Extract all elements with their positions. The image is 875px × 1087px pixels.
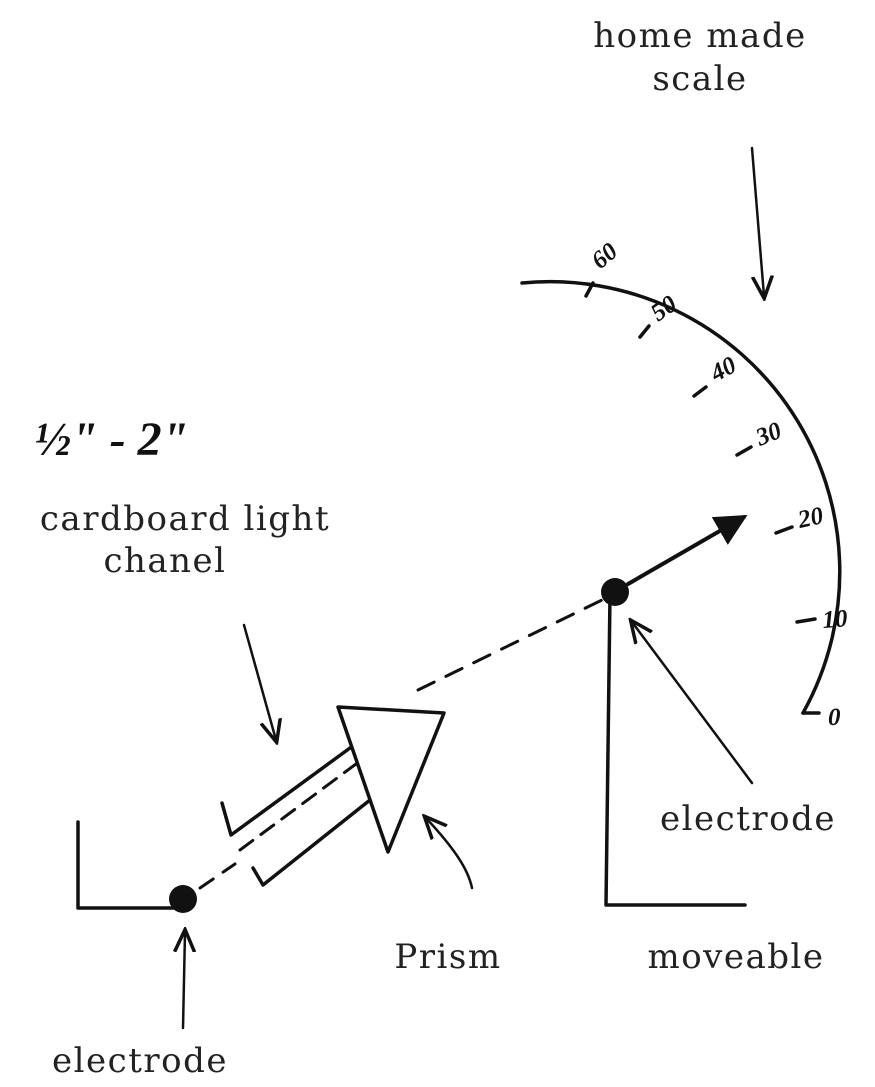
prism-label: Prism	[394, 937, 501, 977]
scale-tick-20	[774, 525, 794, 535]
right-electrode	[601, 578, 629, 606]
right-electrode-mount	[601, 578, 747, 907]
scale-tick-50	[638, 324, 651, 339]
scale-tick-label-40: 40	[705, 351, 741, 387]
scale-tick-label-10: 10	[822, 605, 849, 634]
scale-title-line1: home made	[593, 16, 806, 56]
cardboard-light-channel	[220, 746, 372, 887]
prism	[336, 705, 446, 854]
light-path-right	[416, 598, 604, 692]
scale-tick-label-30: 30	[751, 417, 786, 452]
scale-tick-30	[735, 445, 753, 457]
scale-pointer-arrow	[750, 146, 764, 296]
left-electrode	[169, 885, 197, 913]
size-note: ½" - 2"	[35, 413, 188, 466]
scale-arc	[520, 279, 842, 715]
electrode-right-arrow	[632, 622, 754, 785]
scale-tick-label-0: 0	[828, 704, 841, 731]
channel-label-line2: chanel	[103, 541, 226, 581]
electrode-left-label: electrode	[52, 1041, 228, 1081]
scale-title-line2: scale	[652, 59, 747, 99]
scale-tick-label-50: 50	[646, 290, 682, 327]
scale-tick-label-20: 20	[795, 502, 827, 534]
prism-pointer-arrow	[426, 818, 474, 890]
electrode-left-arrow	[183, 932, 185, 1030]
scale-tick-label-60: 60	[587, 238, 624, 275]
channel-label-line1: cardboard light	[40, 499, 330, 539]
moveable-label: moveable	[647, 937, 824, 977]
scale-tick-10	[795, 617, 817, 624]
electrode-right-label: electrode	[660, 799, 836, 839]
scale-tick-60	[584, 281, 595, 298]
light-path-left	[198, 862, 237, 890]
left-electrode-mount	[76, 820, 197, 913]
electrode-scale-pointer	[626, 514, 748, 586]
scale-tick-40	[692, 385, 708, 398]
home-made-scale: 60 50 40 30 20 10 0	[520, 238, 849, 731]
channel-pointer-arrow	[242, 623, 276, 740]
